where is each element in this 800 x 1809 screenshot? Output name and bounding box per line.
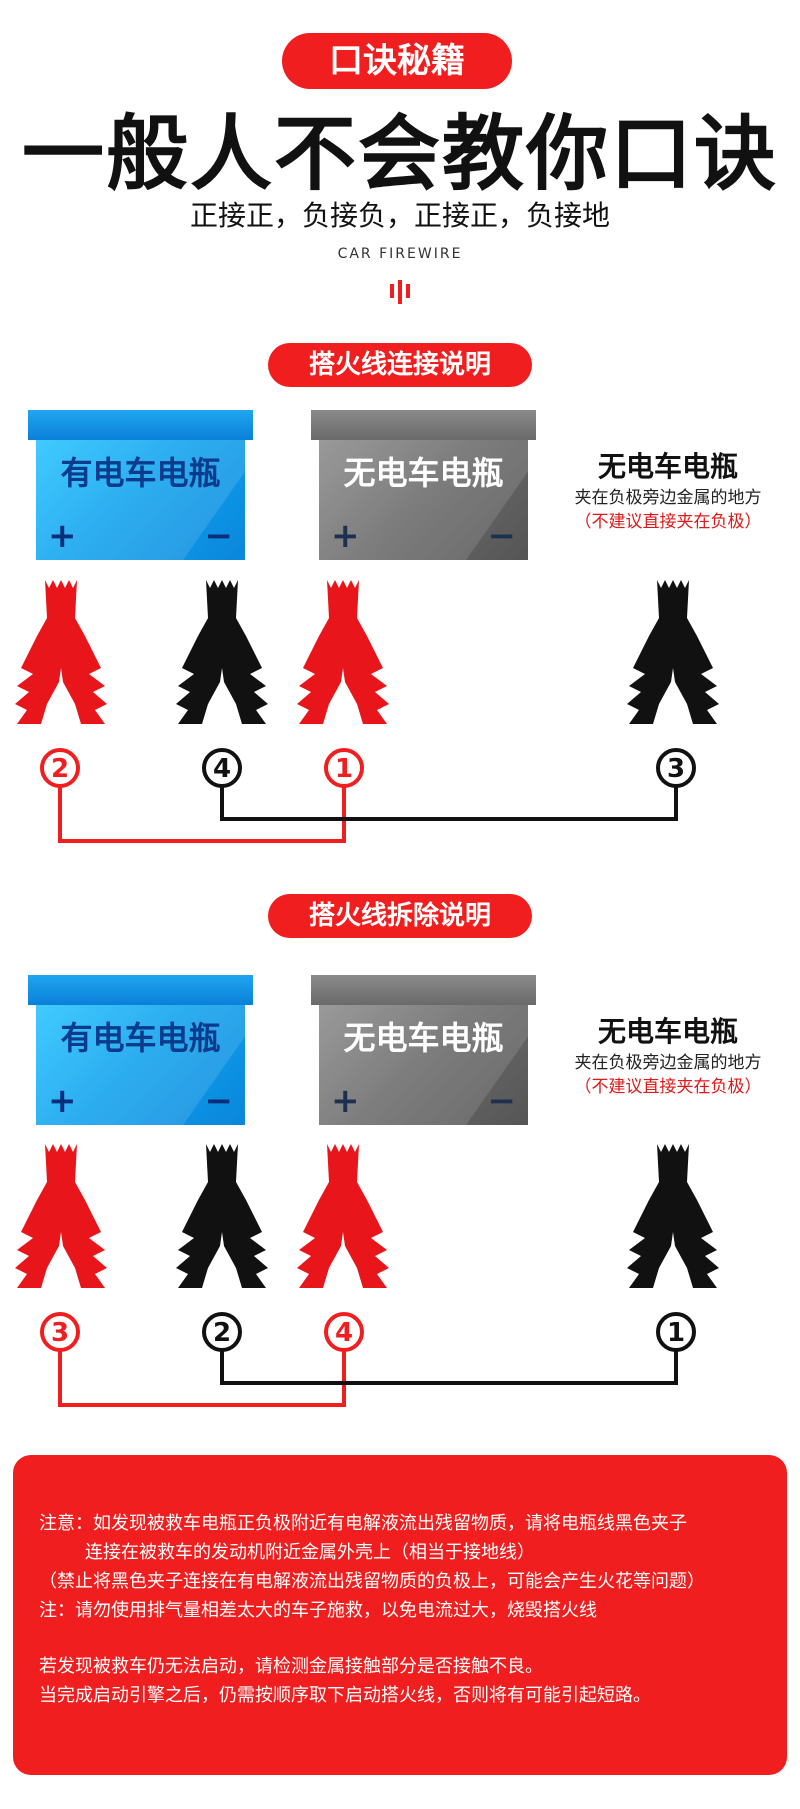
ground-point: 无电车电瓶 夹在负极旁边金属的地方 （不建议直接夹在负极）	[548, 1013, 788, 1099]
notice-line: 若发现被救车仍无法启动，请检测金属接触部分是否接触不良。	[39, 1656, 543, 1677]
removal-diagram: 3 2 4 1	[40, 1312, 696, 1407]
ground-warning: （不建议直接夹在负极）	[574, 1077, 762, 1097]
red-clamp-icon	[297, 578, 389, 728]
ground-title: 无电车电瓶	[597, 1015, 738, 1048]
ground-warning: （不建议直接夹在负极）	[574, 512, 762, 532]
english-subtitle: CAR FIREWIRE	[337, 246, 463, 262]
red-clamp-icon	[297, 1142, 389, 1292]
minus-terminal: −	[487, 1081, 517, 1121]
black-cable-line	[220, 1332, 678, 1385]
notice-line: 注：请勿使用排气量相差太大的车子施救，以免电流过大，烧毁搭火线	[39, 1600, 597, 1621]
minus-terminal: −	[204, 1081, 234, 1121]
black-cable-line	[220, 768, 678, 821]
headline: 一般人不会教你口诀	[21, 107, 778, 202]
step-marker	[324, 1312, 364, 1352]
step-number: 2	[51, 754, 69, 784]
minus-terminal: −	[204, 516, 234, 556]
step-number: 2	[213, 1318, 231, 1348]
plus-terminal: +	[331, 516, 360, 556]
notice-line: 注意：如发现被救车电瓶正负极附近有电解液流出残留物质，请将电瓶线黑色夹子	[39, 1513, 687, 1534]
section-title-connect: 搭火线连接说明	[268, 343, 532, 387]
battery-label: 无电车电瓶	[343, 1019, 504, 1057]
notice-line: 连接在被救车的发动机附近金属外壳上（相当于接地线）	[85, 1542, 535, 1563]
red-cable-line	[58, 768, 346, 843]
step-number: 4	[335, 1318, 353, 1348]
mnemonic-line: 正接正，负接负，正接正，负接地	[189, 199, 610, 232]
live-battery: 有电车电瓶 + −	[28, 975, 253, 1125]
minus-terminal: −	[487, 516, 517, 556]
step-number: 3	[51, 1318, 69, 1348]
dead-battery: 无电车电瓶 + −	[311, 410, 536, 560]
red-bars-mark	[390, 280, 410, 304]
ground-point: 无电车电瓶 夹在负极旁边金属的地方 （不建议直接夹在负极）	[548, 448, 788, 534]
step-marker	[202, 1312, 242, 1352]
top-pill-title: 口诀秘籍	[282, 33, 512, 89]
ground-title: 无电车电瓶	[597, 450, 738, 483]
notice-line: 当完成启动引擎之后，仍需按顺序取下启动搭火线，否则将有可能引起短路。	[39, 1685, 651, 1706]
black-clamp-icon	[627, 578, 719, 728]
plus-terminal: +	[331, 1081, 360, 1121]
red-cable-line	[58, 1332, 346, 1407]
step-number: 4	[213, 754, 231, 784]
step-number: 1	[335, 754, 353, 784]
ground-note: 夹在负极旁边金属的地方	[574, 1053, 762, 1073]
step-marker	[656, 1312, 696, 1352]
step-number: 1	[667, 1318, 685, 1348]
plus-terminal: +	[48, 516, 77, 556]
battery-label: 有电车电瓶	[60, 454, 221, 492]
red-clamp-icon	[15, 578, 107, 728]
notice-line: （禁止将黑色夹子连接在有电解液流出残留物质的负极上，可能会产生火花等问题）	[39, 1571, 705, 1592]
battery-label: 有电车电瓶	[60, 1019, 221, 1057]
step-marker	[40, 1312, 80, 1352]
step-number: 3	[667, 754, 685, 784]
battery-label: 无电车电瓶	[343, 454, 504, 492]
notice-box: 注意：如发现被救车电瓶正负极附近有电解液流出残留物质，请将电瓶线黑色夹子 连接在…	[13, 1455, 787, 1775]
dead-battery: 无电车电瓶 + −	[311, 975, 536, 1125]
step-marker	[40, 748, 80, 788]
step-marker	[656, 748, 696, 788]
black-clamp-icon	[627, 1142, 719, 1292]
step-marker	[324, 748, 364, 788]
black-clamp-icon	[176, 578, 268, 728]
step-marker	[202, 748, 242, 788]
connection-diagram: 2 4 1 3	[40, 748, 696, 843]
plus-terminal: +	[48, 1081, 77, 1121]
live-battery: 有电车电瓶 + −	[28, 410, 253, 560]
ground-note: 夹在负极旁边金属的地方	[574, 488, 762, 508]
black-clamp-icon	[176, 1142, 268, 1292]
red-clamp-icon	[15, 1142, 107, 1292]
section-title-remove: 搭火线拆除说明	[268, 894, 532, 938]
